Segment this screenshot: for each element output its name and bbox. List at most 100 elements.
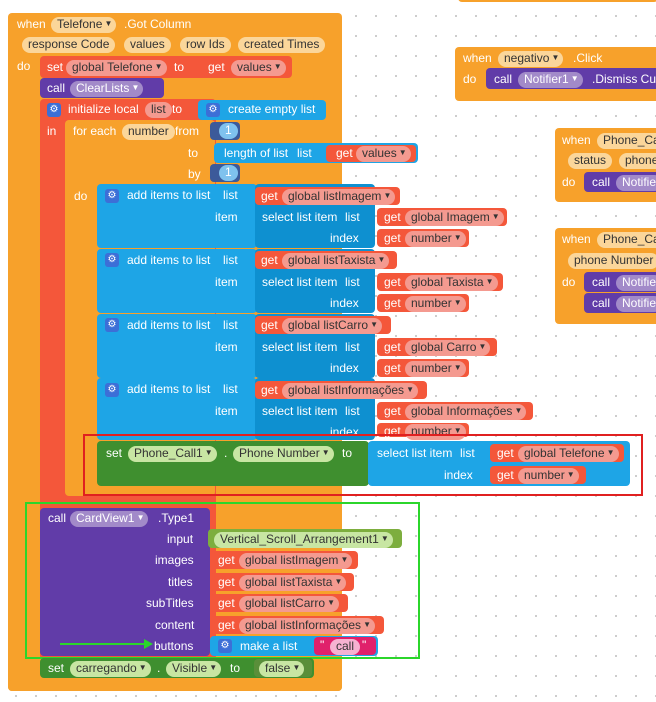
input-label: input (167, 532, 194, 546)
clearlists-dropdown[interactable]: ClearLists▼ (70, 81, 144, 97)
subtitles-label: subTitles (146, 596, 194, 610)
add-items-list-label: list (223, 188, 238, 202)
create-empty-list-block[interactable] (198, 100, 326, 120)
listimagem-dropdown[interactable]: global listImagem▼ (282, 189, 396, 205)
local-name-field[interactable]: list (145, 102, 172, 118)
add-items-gear-icon[interactable]: ⚙ (105, 383, 119, 397)
call-label: call (592, 275, 611, 289)
get-label: get (497, 468, 514, 482)
notifier-component-dropdown[interactable]: Notifie (616, 175, 656, 191)
imagem-dropdown[interactable]: global Imagem▼ (405, 210, 504, 226)
images-var-dropdown[interactable]: global listImagem▼ (239, 553, 353, 569)
index-label: index (330, 296, 359, 310)
offscreen-block-edge (458, 0, 656, 2)
add-items-gear-icon[interactable]: ⚙ (105, 318, 119, 332)
event-param-response-code[interactable]: response Code (22, 37, 116, 53)
get-label: get (261, 253, 278, 267)
number-dropdown[interactable]: number▼ (405, 231, 466, 247)
titles-var-dropdown[interactable]: global listTaxista▼ (239, 575, 347, 591)
get-label: get (208, 60, 225, 74)
from-number-field[interactable]: 1 (219, 123, 238, 139)
param-status[interactable]: status (568, 153, 613, 169)
add-items-block-taxista[interactable] (97, 249, 257, 313)
length-of-list-label: length of list (224, 146, 289, 160)
event-when-label: when (17, 17, 46, 31)
mutator-gear-icon[interactable]: ⚙ (47, 103, 61, 117)
for-each-by-label: by (188, 167, 201, 181)
cardview-call-block[interactable] (40, 508, 210, 656)
param-phone-number[interactable]: phone Number (568, 253, 656, 269)
content-label: content (155, 618, 195, 632)
number-dropdown[interactable]: number▼ (518, 468, 579, 484)
set-to-label: to (342, 446, 353, 460)
cardview-highlight-box (25, 502, 420, 659)
carro-dropdown[interactable]: global Carro▼ (405, 340, 491, 356)
vsa-component-dropdown[interactable]: Vertical_Scroll_Arrangement1▼ (214, 532, 393, 548)
phone-number-prop-dropdown[interactable]: Phone Number▼ (233, 446, 334, 462)
notifier-component-dropdown[interactable]: Notifie (616, 275, 656, 291)
dismiss-method-label: .Dismiss Cu (592, 72, 656, 86)
event-param-values[interactable]: values (124, 37, 171, 53)
add-items-block-carro[interactable] (97, 314, 257, 378)
add-items-label: add items to list (127, 382, 211, 396)
add-items-block-informacoes[interactable] (97, 378, 257, 440)
call-label: call (592, 175, 611, 189)
event-param-created-times[interactable]: created Times (238, 37, 326, 53)
quote-open-icon: " (320, 638, 325, 652)
notifier-component-dropdown[interactable]: Notifie (616, 296, 656, 312)
add-items-item-label: item (215, 404, 238, 418)
content-var-dropdown[interactable]: global listInformações▼ (239, 618, 376, 634)
for-each-label: for each (73, 124, 117, 138)
add-items-label: add items to list (127, 318, 211, 332)
call-label: call (48, 511, 67, 525)
number-dropdown[interactable]: number▼ (405, 361, 466, 377)
list-gear-icon[interactable]: ⚙ (206, 103, 220, 117)
get-label: get (336, 146, 353, 160)
add-items-gear-icon[interactable]: ⚙ (105, 189, 119, 203)
by-number-field[interactable]: 1 (219, 165, 238, 181)
dot-label: . (157, 661, 161, 675)
phone-call-component-dropdown[interactable]: Phone_Call1▼ (128, 446, 217, 462)
select-list-label: list (345, 275, 360, 289)
phone-number-highlight-box (83, 434, 643, 496)
for-each-var-field[interactable]: number (122, 124, 175, 140)
event-block-footer (8, 680, 342, 691)
select-list-item-label: select list item (262, 275, 338, 289)
notifier-component-dropdown[interactable]: Notifier1▼ (518, 72, 583, 88)
number-dropdown[interactable]: number▼ (405, 296, 466, 312)
carregando-component-dropdown[interactable]: carregando▼ (70, 661, 151, 677)
event-param-row-ids[interactable]: row Ids (180, 37, 231, 53)
get-label: get (261, 189, 278, 203)
quote-close-icon: " (362, 638, 367, 652)
for-each-from-label: from (175, 124, 199, 138)
get-values-dropdown[interactable]: values▼ (231, 60, 286, 76)
get-label: get (384, 296, 401, 310)
negativo-component-dropdown[interactable]: negativo▼ (498, 51, 564, 67)
listinformacoes-dropdown[interactable]: global listInformações▼ (282, 383, 419, 399)
subtitles-var-dropdown[interactable]: global listCarro▼ (239, 596, 340, 612)
add-items-gear-icon[interactable]: ⚙ (105, 253, 119, 267)
make-list-gear-icon[interactable]: ⚙ (218, 639, 232, 653)
set-global-var-dropdown[interactable]: global Telefone▼ (66, 60, 167, 76)
buttons-label: buttons (154, 639, 194, 653)
phone-call-component-dropdown[interactable]: Phone_Ca (597, 133, 656, 149)
event-component-dropdown[interactable]: Telefone▼ (51, 17, 117, 33)
get-values-dropdown-2[interactable]: values▼ (356, 146, 411, 162)
param-phone[interactable]: phone (619, 153, 656, 169)
add-items-block-imagem[interactable] (97, 184, 257, 248)
initialize-local-label: initialize local (68, 102, 139, 116)
taxista-dropdown[interactable]: global Taxista▼ (405, 275, 498, 291)
add-items-item-label: item (215, 275, 238, 289)
cardview-component-dropdown[interactable]: CardView1▼ (70, 511, 149, 527)
index-label: index (330, 231, 359, 245)
phone-call-component-dropdown[interactable]: Phone_Ca (597, 232, 656, 248)
informacoes-dropdown[interactable]: global Informações▼ (405, 404, 527, 420)
listcarro-dropdown[interactable]: global listCarro▼ (282, 318, 383, 334)
select-list-item-label: select list item (377, 446, 453, 460)
visible-prop-dropdown[interactable]: Visible▼ (166, 661, 222, 677)
false-dropdown[interactable]: false▼ (259, 661, 305, 677)
index-label: index (444, 468, 473, 482)
button-text-field[interactable]: call (330, 639, 361, 655)
listtaxista-dropdown[interactable]: global listTaxista▼ (282, 253, 390, 269)
global-telefone-dropdown[interactable]: global Telefone▼ (518, 446, 619, 462)
